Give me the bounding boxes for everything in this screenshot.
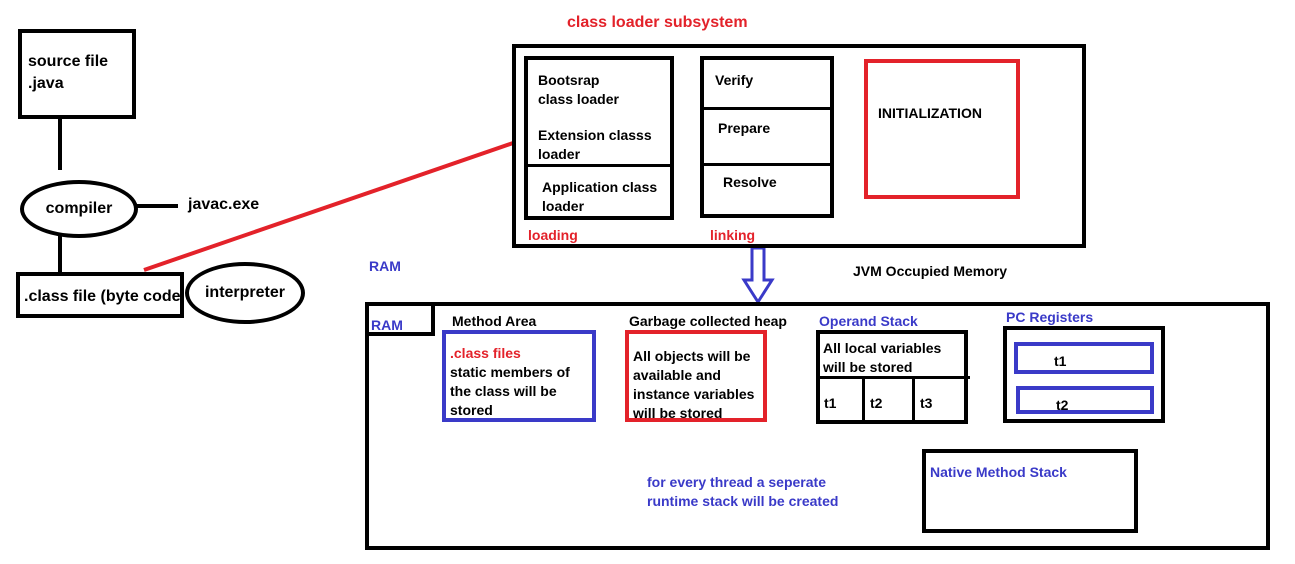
source-file-line-2: .java [28,75,64,92]
loading-box [524,56,674,220]
thread-note-line-1: for every thread a seperate [647,474,826,490]
extension-line-2: loader [538,146,581,162]
operand-line-1: All local variables [823,340,942,356]
bootstrap-line-2: class loader [538,91,619,107]
operand-cell-t3: t3 [920,395,933,411]
method-area-line-3: stored [450,402,493,418]
method-area-line-1: static members of [450,364,570,380]
operand-stack-divider [820,376,970,379]
native-method-stack-box: Native Method Stack [922,449,1138,533]
bootstrap-loader: Bootsrap class loader [538,71,619,109]
operand-cell-t2: t2 [870,395,883,411]
down-arrow-icon [741,246,775,305]
method-area-title: Method Area [452,313,537,329]
pc-register-t1: t1 [1014,342,1154,374]
verify-label: Verify [715,72,754,88]
prepare-label: Prepare [718,120,771,136]
operand-cell-divider-1 [862,379,865,421]
application-line-1: Application class [542,179,658,195]
heap-title: Garbage collected heap [629,313,787,329]
interpreter-ellipse: interpreter [185,262,305,324]
linking-divider-1 [704,107,830,110]
resolve-label: Resolve [723,174,777,190]
source-file-line-1: source file [28,53,109,70]
method-area-line-2: the class will be [450,383,557,399]
class-file-box: .class file (byte code) [16,272,184,318]
operand-line-2: will be stored [823,359,913,375]
operand-cell-t1: t1 [824,395,837,411]
ram-outside-label: RAM [369,258,401,274]
operand-stack-title: Operand Stack [819,313,918,329]
compiler-ellipse: compiler [20,180,138,238]
initialization-label: INITIALIZATION [878,105,982,121]
class-loader-title: class loader subsystem [567,14,748,31]
thread-note-line-2: runtime stack will be created [647,493,839,509]
heap-line-2: available and [633,367,721,383]
operand-cell-divider-2 [912,379,915,421]
ram-label: RAM [371,317,403,333]
thread-note: for every thread a seperate runtime stac… [647,473,838,511]
extension-line-1: Extension classs [538,127,652,143]
extension-loader: Extension classs loader [538,126,652,164]
bootstrap-line-1: Bootsrap [538,72,600,88]
native-method-stack-label: Native Method Stack [930,464,1067,480]
application-line-2: loader [542,198,585,214]
method-area-box: .class files static members of the class… [442,330,596,422]
compiler-label: compiler [45,200,113,217]
loading-label: loading [528,227,578,243]
linking-box [700,56,834,218]
heap-line-3: instance variables [633,386,755,402]
classfile-classloader-line [143,140,517,272]
ram-label-box: RAM [365,302,435,336]
source-file-box: source file .java [18,29,136,119]
operand-stack-text: All local variables will be stored [823,339,941,377]
linking-label: linking [710,227,756,243]
linking-divider-2 [704,163,830,166]
pc-register-t2-label: t2 [1056,397,1069,413]
pc-register-t1-label: t1 [1054,353,1067,369]
class-file-label: .class file (byte code) [24,288,184,305]
heap-box: All objects will be available and instan… [625,330,767,422]
initialization-box: INITIALIZATION [864,59,1020,199]
pc-register-t2: t2 [1016,386,1154,414]
heap-line-1: All objects will be [633,348,751,364]
method-area-highlight: .class files [450,345,521,361]
javac-label: javac.exe [188,196,260,213]
pc-registers-title: PC Registers [1006,309,1094,325]
application-loader: Application class loader [542,178,657,216]
jvm-memory-label: JVM Occupied Memory [853,263,1008,279]
heap-line-4: will be stored [633,405,723,421]
interpreter-label: interpreter [204,284,286,301]
loader-divider-2 [528,164,670,167]
